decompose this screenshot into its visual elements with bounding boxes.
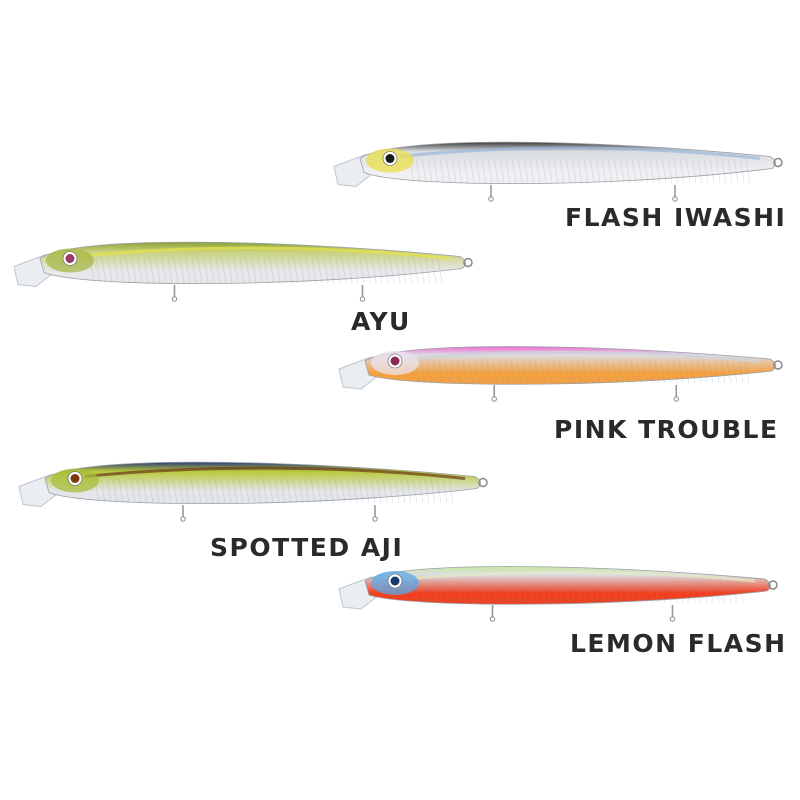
hook-eye — [372, 516, 378, 522]
lure-label-lemon-flash: LEMON FLASH — [570, 629, 787, 658]
scale-pattern — [414, 360, 750, 384]
pupil — [65, 254, 75, 263]
lure-lemon-flash — [338, 566, 778, 622]
pupil — [390, 576, 400, 586]
lure-label-spotted-aji: SPOTTED AJI — [210, 533, 404, 562]
hook-eye — [673, 396, 679, 402]
hook-eye — [488, 196, 494, 202]
hook-eye — [672, 196, 678, 202]
body-stripe — [404, 350, 761, 363]
scale-pattern — [89, 258, 443, 284]
body-stripe — [404, 570, 756, 583]
hook-eye — [491, 396, 497, 402]
pupil — [390, 356, 400, 366]
lure-label-pink-trouble: PINK TROUBLE — [554, 415, 779, 444]
lure-label-flash-iwashi: FLASH IWASHI — [565, 203, 787, 232]
hook-eye — [171, 296, 178, 302]
hook-eye — [359, 296, 366, 302]
lure-pink-trouble — [338, 346, 783, 402]
tail-ring — [463, 257, 473, 268]
tail-ring — [773, 360, 783, 370]
hook-eye — [669, 616, 676, 622]
body-stripe — [399, 146, 761, 160]
hook-eye — [180, 516, 186, 522]
tail-ring — [478, 477, 488, 488]
pupil — [70, 474, 80, 483]
lure-label-ayu: AYU — [351, 307, 411, 336]
body-stripe — [79, 246, 451, 260]
lure-ayu — [13, 241, 473, 302]
lure-spotted-aji — [18, 461, 488, 522]
pupil — [385, 154, 395, 163]
scale-pattern — [414, 580, 744, 604]
lure-flash-iwashi — [333, 141, 783, 202]
tail-ring — [773, 157, 783, 168]
tail-ring — [768, 580, 778, 590]
hook-eye — [489, 616, 496, 622]
body-stripe — [84, 466, 466, 480]
scale-pattern — [94, 478, 454, 504]
